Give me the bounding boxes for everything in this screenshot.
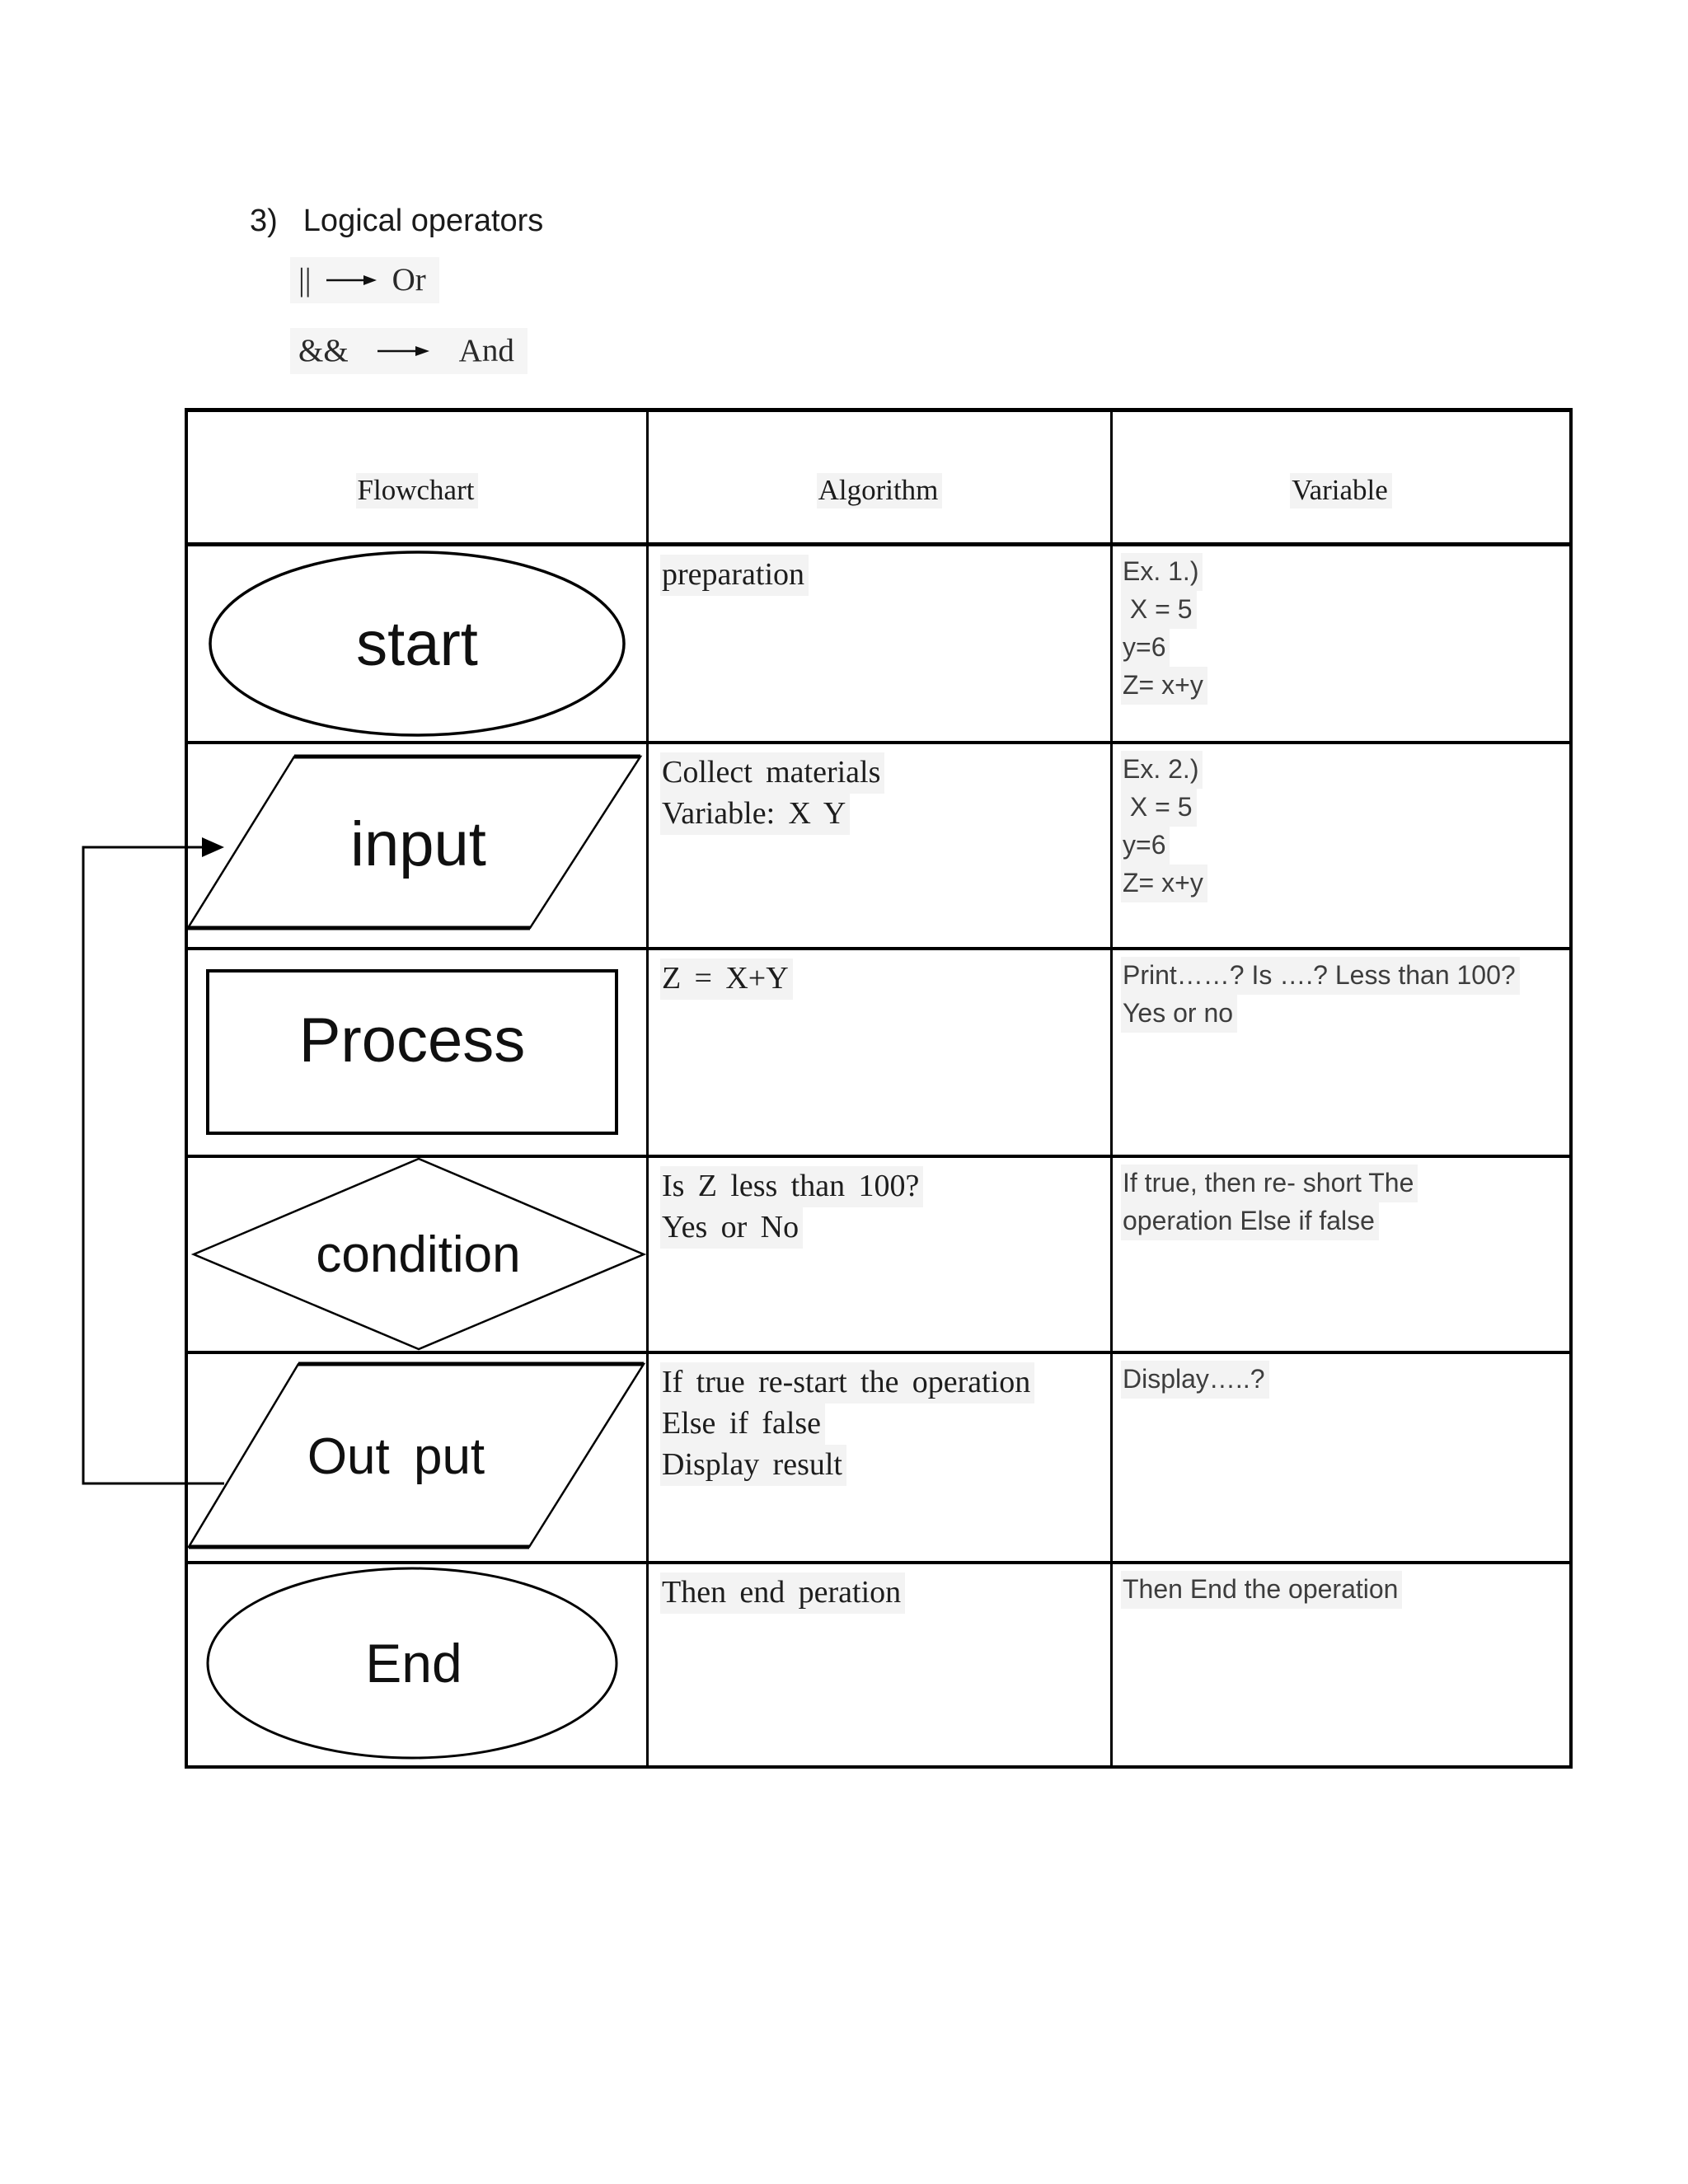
output-parallelogram-shape	[188, 1361, 646, 1549]
or-symbol: ||	[298, 262, 312, 298]
variable-text-line: Ex. 2.)	[1121, 751, 1203, 789]
algorithm-cell-input: Collect materials Variable: X Y	[649, 744, 1113, 950]
flowchart-table: Flowchart Algorithm Variable start prepa…	[185, 408, 1573, 1769]
variable-cell-end: Then End the operation	[1113, 1564, 1569, 1765]
variable-text-line: Then End the operation	[1121, 1571, 1403, 1609]
header-variable: Variable	[1113, 412, 1569, 546]
flowchart-cell-start: start	[188, 546, 649, 744]
variable-text-line: Z= x+y	[1121, 667, 1207, 705]
variable-text-line: If true, then re- short The	[1121, 1165, 1418, 1202]
variable-text-line: Yes or no	[1121, 995, 1238, 1033]
condition-diamond-shape	[190, 1158, 646, 1351]
flowchart-cell-process: Process	[188, 950, 649, 1158]
algorithm-text-line: Collect materials	[660, 752, 885, 794]
variable-text-line: X = 5	[1121, 789, 1197, 827]
algorithm-text-line: Z = X+Y	[660, 958, 793, 1000]
list-number: 3)	[250, 204, 278, 238]
end-shape-label: End	[365, 1633, 462, 1694]
variable-text-line: y=6	[1121, 629, 1170, 667]
variable-text-line: y=6	[1121, 827, 1170, 865]
variable-cell-output: Display…..?	[1113, 1354, 1569, 1564]
variable-text-line: Z= x+y	[1121, 865, 1207, 902]
legend-or-row: || Or	[290, 257, 439, 303]
variable-cell-process: Print……? Is ….? Less than 100? Yes or no	[1113, 950, 1569, 1158]
header-label: Variable	[1290, 472, 1392, 509]
algorithm-cell-process: Z = X+Y	[649, 950, 1113, 1158]
variable-cell-input: Ex. 2.) X = 5 y=6 Z= x+y	[1113, 744, 1569, 950]
legend-and-row: && And	[290, 328, 528, 374]
flowchart-cell-condition: condition	[188, 1158, 649, 1354]
and-symbol: &&	[298, 333, 349, 368]
end-ellipse-shape	[206, 1567, 618, 1760]
algorithm-text-line: Is Z less than 100?	[660, 1166, 924, 1207]
page-title-text: Logical operators	[302, 204, 544, 238]
and-label: And	[458, 333, 514, 368]
algorithm-text-line: Display result	[660, 1445, 846, 1486]
algorithm-text-line: preparation	[660, 555, 809, 596]
flowchart-cell-input: input	[188, 744, 649, 950]
algorithm-text-line: Variable: X Y	[660, 794, 851, 835]
header-flowchart: Flowchart	[188, 412, 649, 546]
algorithm-text-line: If true re-start the operation	[660, 1362, 1035, 1404]
right-arrow-icon	[377, 345, 429, 356]
output-shape-label: Out put	[307, 1427, 485, 1485]
input-shape-label: input	[350, 808, 486, 879]
start-ellipse-shape	[209, 551, 626, 737]
variable-text-line: X = 5	[1121, 591, 1197, 629]
header-algorithm: Algorithm	[649, 412, 1113, 546]
header-label: Algorithm	[816, 472, 943, 509]
algorithm-text-line: Else if false	[660, 1404, 826, 1445]
start-shape-label: start	[356, 608, 478, 679]
page-title: 3) Logical operators	[250, 203, 543, 239]
algorithm-cell-start: preparation	[649, 546, 1113, 744]
variable-text-line: Print……? Is ….? Less than 100?	[1121, 957, 1520, 995]
variable-text-line: Display…..?	[1121, 1361, 1269, 1399]
variable-text-line: operation Else if false	[1121, 1202, 1379, 1240]
process-shape-label: Process	[298, 1005, 526, 1076]
algorithm-cell-output: If true re-start the operation Else if f…	[649, 1354, 1113, 1564]
variable-cell-start: Ex. 1.) X = 5 y=6 Z= x+y	[1113, 546, 1569, 744]
algorithm-cell-condition: Is Z less than 100? Yes or No	[649, 1158, 1113, 1354]
variable-cell-condition: If true, then re- short The operation El…	[1113, 1158, 1569, 1354]
variable-text-line: Ex. 1.)	[1121, 553, 1203, 591]
algorithm-text-line: Then end peration	[660, 1572, 906, 1614]
right-arrow-icon	[326, 274, 377, 285]
header-label: Flowchart	[355, 472, 479, 509]
condition-shape-label: condition	[316, 1226, 521, 1283]
or-label: Or	[392, 262, 426, 298]
algorithm-text-line: Yes or No	[660, 1207, 804, 1249]
flowchart-cell-end: End	[188, 1564, 649, 1765]
flowchart-cell-output: Out put	[188, 1354, 649, 1564]
algorithm-cell-end: Then end peration	[649, 1564, 1113, 1765]
